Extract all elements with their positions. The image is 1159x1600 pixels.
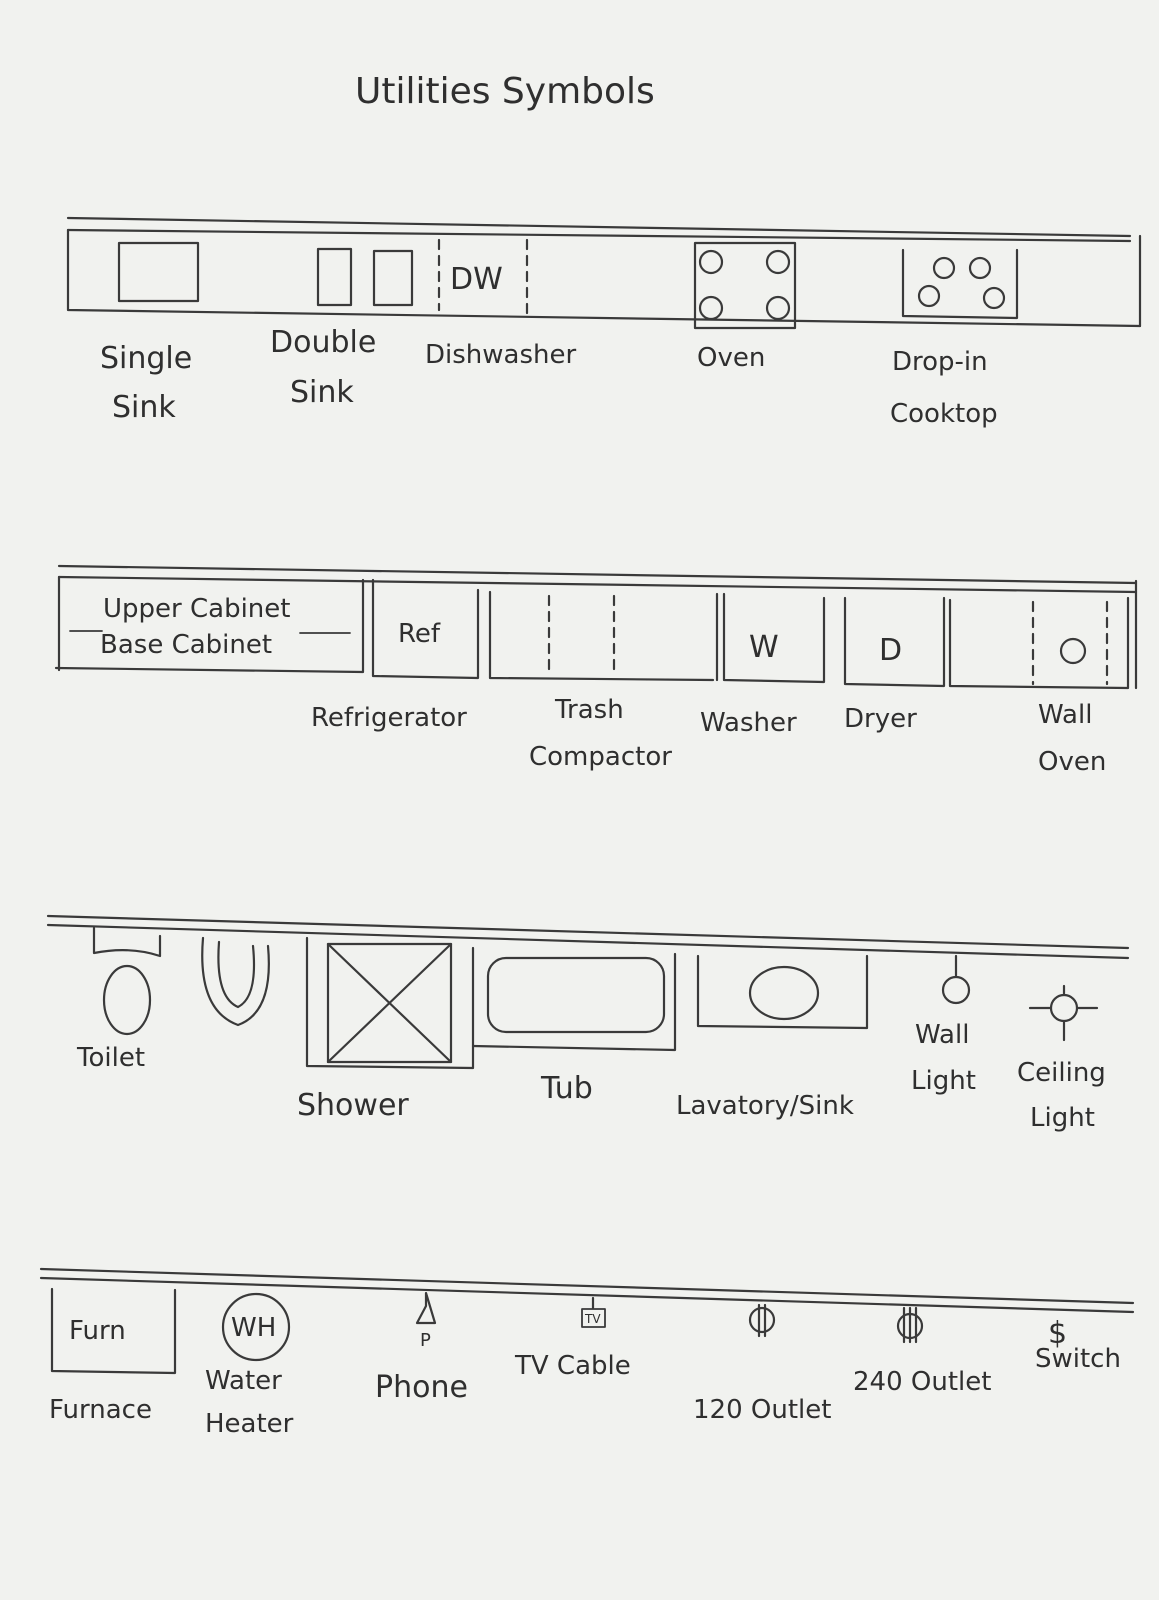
lavatory-counter: [696, 954, 869, 1030]
tv-cable-symbol: [581, 1308, 606, 1328]
urinal-inner: [217, 940, 256, 1009]
oven-burner: [765, 295, 791, 321]
shower-cross: [326, 942, 453, 1064]
row4-wall-line-inner: [39, 1276, 1135, 1314]
tv-cable-label: TV Cable: [514, 1351, 631, 1381]
single-sink-label: Sink: [112, 390, 176, 425]
phone-symbol: [415, 1291, 437, 1325]
tub-basin: [486, 956, 666, 1034]
washer-label: Washer: [700, 708, 797, 738]
toilet-bowl: [102, 964, 152, 1036]
double-sink-right-basin: [372, 249, 414, 307]
tub-outline: [471, 952, 677, 1052]
cooktop-label: Drop-in: [892, 347, 988, 377]
tv-cable-symbol-text: TV: [584, 1312, 601, 1326]
wall-oven-label: Oven: [1038, 747, 1106, 777]
row-kitchen-counter: DW Single Sink Double Sink Dishwasher Ov…: [66, 216, 1142, 429]
wall-light-label: Light: [911, 1066, 976, 1096]
furnace-label: Furnace: [49, 1395, 152, 1425]
dishwasher-label: Dishwasher: [425, 340, 576, 370]
cooktop-outline: [901, 248, 1019, 320]
shower-outline: [305, 936, 475, 1070]
row-bathroom: Toilet Shower Tub Lavatory/Sink Wall Lig…: [46, 914, 1130, 1133]
row2-back-edge: [57, 575, 1138, 594]
row-appliances: Upper Cabinet Base Cabinet Ref W D Refri…: [54, 564, 1138, 777]
tub-label: Tub: [540, 1071, 593, 1106]
washer-symbol: [715, 592, 826, 684]
water-heater-label: Heater: [205, 1409, 294, 1439]
row-utilities: Furn WH P TV $ Furnace Water Heater Phon…: [39, 1267, 1135, 1439]
ceiling-light-bulb: [1049, 993, 1079, 1023]
ceiling-light-label: Light: [1030, 1103, 1095, 1133]
outlet-240-symbol: [896, 1312, 924, 1340]
double-sink-left-basin: [316, 247, 353, 307]
cabinet-outline: [54, 578, 365, 674]
counter-front-edge: [66, 228, 1142, 328]
refrigerator-label: Refrigerator: [311, 703, 467, 733]
oven-burner: [698, 249, 724, 275]
row2-wall-line: [57, 564, 1138, 585]
washer-symbol-text: W: [749, 630, 779, 665]
phone-symbol-text: P: [420, 1330, 431, 1351]
water-heater-symbol-text: WH: [231, 1313, 276, 1343]
row3-wall-line: [46, 914, 1130, 950]
shower-pan: [326, 942, 453, 1064]
furnace-symbol: [50, 1287, 177, 1375]
cooktop-burner: [932, 256, 956, 280]
refrigerator-symbol-text: Ref: [398, 619, 441, 649]
cooktop-burner: [982, 286, 1006, 310]
wall-oven-label: Wall: [1038, 700, 1092, 730]
phone-label: Phone: [375, 1370, 468, 1405]
counter-back-edge: [66, 228, 1132, 243]
oven-symbol: [693, 241, 797, 330]
outlet-120-symbol: [748, 1306, 776, 1334]
counter-back-wall-line: [66, 216, 1132, 238]
toilet-tank: [92, 926, 162, 958]
ceiling-light-rays: [1028, 984, 1099, 1042]
cooktop-label: Cooktop: [890, 399, 998, 429]
oven-burner: [698, 295, 724, 321]
wall-light-label: Wall: [915, 1020, 969, 1050]
wall-oven-symbol: [948, 596, 1130, 690]
wall-oven-circle: [1059, 637, 1087, 665]
outlet-240-label: 240 Outlet: [853, 1367, 991, 1397]
refrigerator-symbol: [371, 578, 480, 680]
ceiling-light-label: Ceiling: [1017, 1058, 1106, 1088]
oven-label: Oven: [697, 343, 765, 373]
cabinet-divider: [69, 630, 351, 634]
furnace-symbol-text: Furn: [69, 1316, 126, 1346]
cooktop-burner: [917, 284, 941, 308]
upper-cabinet-label: Upper Cabinet: [103, 594, 290, 624]
urinal-outer: [201, 936, 270, 1027]
trash-compactor-symbol: [488, 590, 715, 682]
shower-label: Shower: [297, 1088, 409, 1123]
dryer-label: Dryer: [844, 704, 917, 734]
double-sink-label: Sink: [290, 375, 354, 410]
double-sink-label: Double: [270, 325, 376, 360]
switch-label: Switch: [1035, 1344, 1121, 1374]
dryer-symbol-text: D: [879, 633, 902, 668]
row3-wall-line-inner: [46, 923, 1130, 960]
row4-wall-line: [39, 1267, 1135, 1305]
switch-symbol: $: [1048, 1316, 1067, 1351]
base-cabinet-label: Base Cabinet: [100, 630, 272, 660]
water-heater-label: Water: [205, 1366, 282, 1396]
single-sink-label: Single: [100, 341, 192, 376]
toilet-label: Toilet: [76, 1043, 145, 1073]
dishwasher-symbol-text: DW: [450, 262, 503, 297]
oven-burner: [765, 249, 791, 275]
page-title: Utilities Symbols: [355, 71, 655, 112]
lavatory-label: Lavatory/Sink: [676, 1091, 854, 1121]
lavatory-bowl: [748, 965, 820, 1021]
cooktop-burner: [968, 256, 992, 280]
trash-compactor-label: Trash: [554, 695, 624, 725]
wall-light-bulb: [941, 975, 971, 1005]
dryer-symbol: [843, 596, 946, 688]
single-sink-symbol: [117, 241, 200, 303]
outlet-120-label: 120 Outlet: [693, 1395, 831, 1425]
trash-compactor-label: Compactor: [529, 742, 672, 772]
water-heater-symbol: [221, 1292, 291, 1362]
